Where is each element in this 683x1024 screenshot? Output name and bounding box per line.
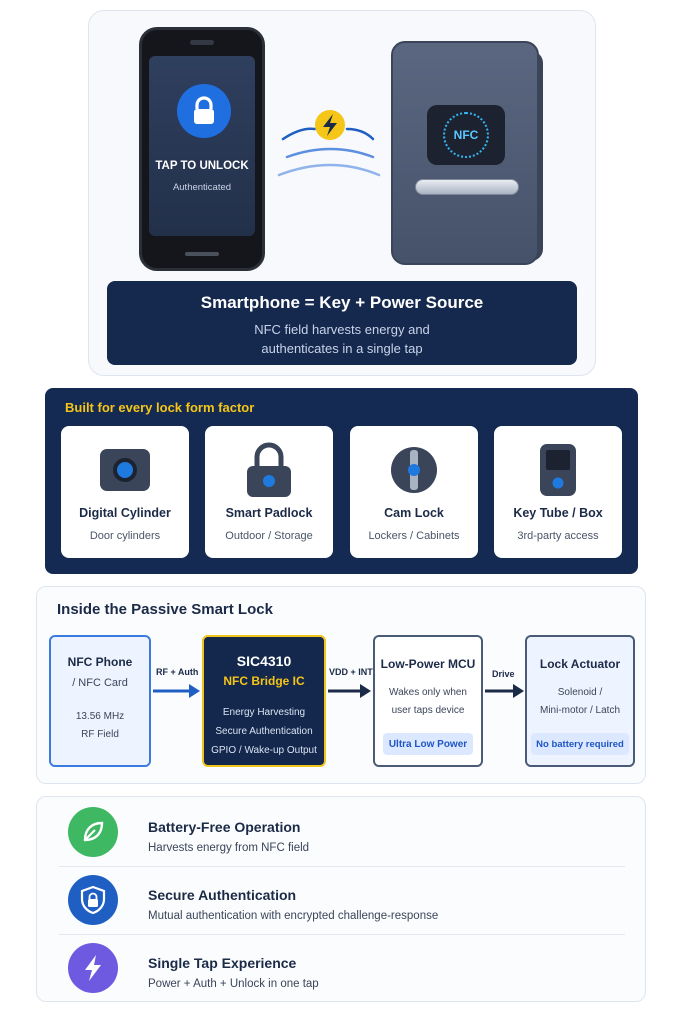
feature-description: Harvests energy from NFC field [148,842,310,854]
arrow-rf-auth [153,684,200,698]
feature-title: Single Tap Experience [148,955,297,971]
form-factor-card-cam-lock: Cam Lock Lockers / Cabinets [350,426,478,558]
node-line: / NFC Card [72,677,128,689]
form-factor-card-key-box: Key Tube / Box 3rd-party access [494,426,622,558]
hero-banner: Smartphone = Key + Power Source NFC fiel… [107,281,577,365]
node-line: user taps device [391,705,465,716]
node-line: GPIO / Wake-up Output [211,745,317,756]
edge-label: VDD + INT [329,667,373,677]
node-lock-actuator: Lock Actuator Solenoid / Mini-motor / La… [525,635,635,767]
form-factor-use: 3rd-party access [517,530,599,542]
node-sic4310: SIC4310 NFC Bridge IC Energy Harvesting … [202,635,326,767]
form-factor-name: Smart Padlock [225,506,313,520]
form-factor-name: Digital Cylinder [79,506,171,520]
leaf-icon [68,807,118,857]
node-line: Wakes only when [389,687,467,698]
nfc-reader-pad: NFC [427,105,505,165]
feature-secure-auth: Secure Authentication Mutual authenticat… [37,867,647,933]
edge-label: RF + Auth [156,667,199,677]
node-badge: No battery required [531,733,629,755]
form-factors-title: Built for every lock form factor [65,400,255,415]
key-box-icon [494,444,622,496]
feature-description: Power + Auth + Unlock in one tap [148,978,319,990]
arrow-drive [485,684,524,698]
feature-title: Battery-Free Operation [148,819,301,835]
feature-title: Secure Authentication [148,887,297,903]
architecture-title: Inside the Passive Smart Lock [57,601,273,618]
form-factor-name: Key Tube / Box [513,506,603,520]
node-nfc-phone: NFC Phone / NFC Card 13.56 MHz RF Field [49,635,151,767]
hero-panel: TAP TO UNLOCK Authenticated NFC Smartpho… [88,10,596,376]
node-title: Low-Power MCU [380,657,476,671]
shield-lock-icon [68,875,118,925]
node-line: Energy Harvesting [222,707,306,718]
smartphone-illustration: TAP TO UNLOCK Authenticated [139,27,265,271]
architecture-panel: Inside the Passive Smart Lock NFC Phone … [36,586,646,784]
node-title: NFC Phone [67,655,133,669]
arrow-vdd-int [328,684,371,698]
features-panel: Battery-Free Operation Harvests energy f… [36,796,646,1002]
node-title: SIC4310 [236,653,292,669]
lock-icon [177,84,231,138]
phone-screen: TAP TO UNLOCK Authenticated [149,56,255,236]
nfc-waves-icon [277,110,381,177]
form-factor-name: Cam Lock [384,506,444,520]
smart-lock-reader: NFC [391,41,539,265]
lightning-icon [68,943,118,993]
cam-lock-icon [350,444,478,496]
auth-status-label: Authenticated [172,182,232,193]
cylinder-icon [61,444,189,496]
form-factor-card-cylinder: Digital Cylinder Door cylinders [61,426,189,558]
door-handle [415,179,519,195]
feature-single-tap: Single Tap Experience Power + Auth + Unl… [37,935,647,1001]
form-factors-panel: Built for every lock form factor Digital… [45,388,638,574]
node-title: Lock Actuator [539,657,621,671]
node-badge: Ultra Low Power [383,733,473,755]
home-indicator [185,252,219,256]
node-line: Solenoid / [557,687,603,698]
feature-description: Mutual authentication with encrypted cha… [148,910,439,922]
tap-to-unlock-label: TAP TO UNLOCK [155,160,249,172]
node-line: Secure Authentication [215,726,313,737]
form-factor-card-padlock: Smart Padlock Outdoor / Storage [205,426,333,558]
form-factor-use: Outdoor / Storage [225,530,313,542]
node-line: 13.56 MHz [75,711,125,722]
phone-notch [190,40,214,45]
edge-label: Drive [492,669,515,679]
form-factor-use: Door cylinders [89,530,161,542]
divider [59,934,625,935]
feature-battery-free: Battery-Free Operation Harvests energy f… [37,799,647,865]
node-low-power-mcu: Low-Power MCU Wakes only when user taps … [373,635,483,767]
padlock-icon [205,442,333,497]
nfc-label: NFC [443,112,489,158]
node-line: RF Field [81,729,119,740]
hero-banner-title: Smartphone = Key + Power Source [200,293,484,312]
node-line: Mini-motor / Latch [539,705,621,716]
hero-banner-description: NFC field harvests energy and authentica… [254,322,430,356]
divider [59,866,625,867]
form-factor-use: Lockers / Cabinets [368,530,460,542]
node-subtitle: NFC Bridge IC [223,674,305,688]
